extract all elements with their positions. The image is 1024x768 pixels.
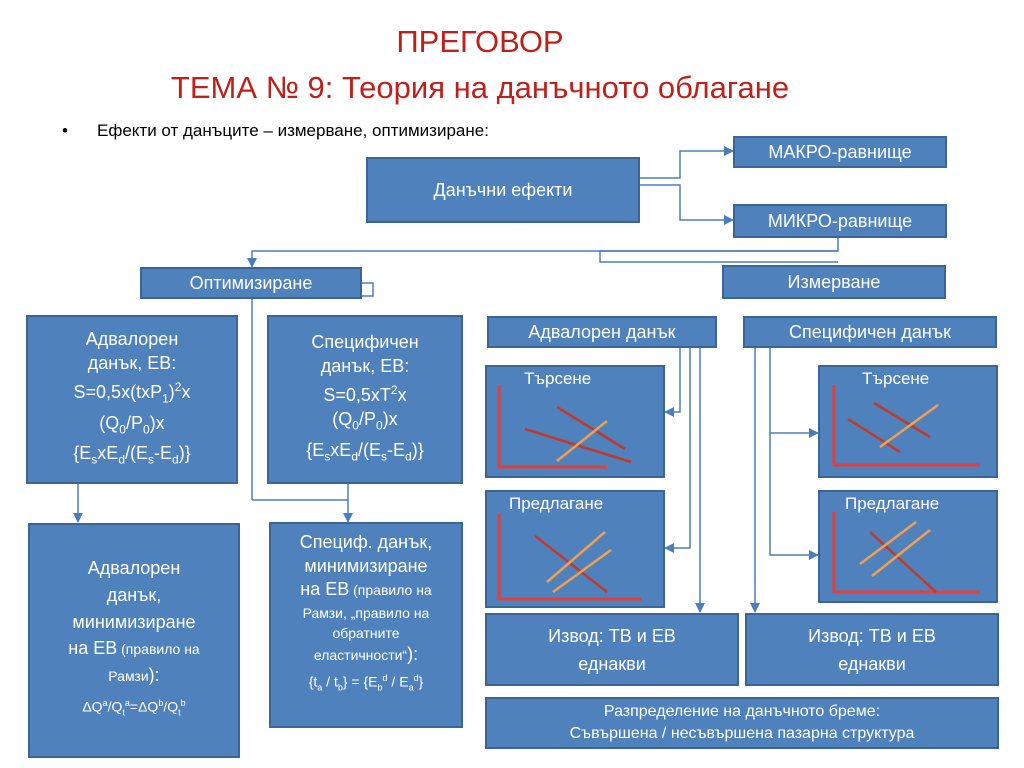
bullet-marker: • [62, 121, 68, 140]
ad-valorem-tax-box[interactable]: Адвалорен данък [487, 316, 717, 348]
title-line-1: ПРЕГОВОР [396, 24, 564, 59]
ad-valorem-min-line4: на ЕВ (правило на [68, 637, 200, 658]
specific-eb-formula-2: (Q0/P0)x [332, 409, 398, 433]
ad-valorem-min-line5: Рамзи): [108, 664, 160, 685]
chart-ad-valorem-demand-title: Търсене [524, 369, 592, 388]
measurement-label: Измерване [787, 272, 881, 292]
specific-tax-box[interactable]: Специфичен данък [743, 316, 997, 348]
specific-min-line3: на ЕВ (правило на [300, 579, 432, 599]
chart-axis [832, 512, 980, 594]
conclusion-specific-line2: еднакви [838, 653, 906, 674]
chart-specific-supply-title: Предлагане [845, 494, 940, 513]
specific-eb-line2: данък, ЕВ: [320, 356, 410, 377]
tax-effects-label: Данъчни ефекти [433, 180, 573, 200]
specific-eb-formula-3: {EsxEd/(Es-Ed)} [306, 440, 424, 464]
curve-demand-2 [556, 405, 626, 451]
conclusion-ad-valorem-box[interactable]: Извод: ТВ и ЕВ еднакви [485, 613, 739, 686]
ad-valorem-eb-formula-3: {EsxEd/(Es-Ed)} [73, 443, 191, 467]
optimization-box[interactable]: Оптимизиране [140, 267, 362, 299]
distribution-box[interactable]: Разпределение на данъчното бреме: Съвърш… [485, 697, 999, 749]
chart-ad-valorem-supply[interactable]: Предлагане [485, 490, 665, 608]
curve-demand [869, 531, 937, 593]
link-spec-to-demand [769, 347, 819, 438]
curve-demand-1 [873, 401, 931, 439]
chart-ad-valorem-demand[interactable]: Търсене [485, 365, 665, 478]
specific-eb-formula-1: S=0,5xT2x [323, 383, 407, 406]
specific-min-line6: еластичности“): [313, 644, 419, 664]
ad-valorem-min-line1: Адвалорен [87, 557, 181, 578]
macro-level-box[interactable]: МАКРО-равнище [733, 136, 947, 168]
chart-ad-valorem-supply-title: Предлагане [509, 494, 604, 513]
ad-valorem-min-box[interactable]: Адвалорен данък, минимизиране на ЕВ (пра… [28, 523, 240, 758]
ad-valorem-eb-line2: данък, ЕВ: [87, 353, 177, 374]
chart-specific-demand[interactable]: Търсене [818, 365, 998, 478]
link-effects-macro [640, 146, 734, 179]
specific-tax-label: Специфичен данък [789, 322, 951, 342]
macro-level-label: МАКРО-равнище [768, 142, 912, 162]
curve-supply-2 [859, 521, 917, 565]
curve-supply-1 [546, 531, 606, 583]
micro-level-box[interactable]: МИКРО-равнище [733, 204, 947, 238]
measurement-box[interactable]: Измерване [722, 265, 946, 299]
chart-axis [497, 514, 642, 601]
link-adval-to-demand [664, 347, 681, 417]
ad-valorem-eb-line1: Адвалорен [85, 329, 179, 350]
link-micro-measurement [599, 250, 838, 263]
specific-eb-line1: Специфичен [311, 332, 419, 353]
curve-supply [879, 403, 939, 449]
tax-effects-box[interactable]: Данъчни ефекти [366, 157, 640, 223]
specific-eb-box[interactable]: Специфичен данък, ЕВ: S=0,5xT2x (Q0/P0)x… [267, 315, 463, 484]
ad-valorem-min-line3: минимизиране [72, 611, 196, 632]
specific-min-formula: {ta / tb} = {Ebd / Ead} [308, 673, 424, 693]
optimization-label: Оптимизиране [189, 273, 313, 293]
specific-min-line2: минимизиране [304, 556, 428, 576]
distribution-line1: Разпределение на данъчното бреме: [603, 703, 881, 720]
link-adval-to-supply [664, 347, 691, 553]
ad-valorem-eb-box[interactable]: Адвалорен данък, ЕВ: S=0,5x(txP1)2x (Q0/… [26, 315, 238, 484]
conclusion-specific-box[interactable]: Извод: ТВ и ЕВ еднакви [745, 613, 999, 686]
specific-min-line4: Рамзи, „правило на [302, 605, 430, 621]
ad-valorem-min-line2: данък, [106, 584, 162, 605]
chart-specific-demand-title: Търсене [862, 369, 930, 388]
curve-supply [556, 420, 608, 462]
ad-valorem-eb-formula-1: S=0,5x(txP1)2x [73, 380, 191, 406]
link-micro-optimization [247, 238, 839, 268]
curve-demand [534, 535, 608, 593]
curve-supply-1 [871, 529, 931, 577]
specific-min-line1: Специф. данък, [299, 532, 433, 552]
conclusion-ad-valorem-line2: еднакви [578, 653, 646, 674]
curve-demand-2 [847, 417, 901, 454]
link-spec-to-supply [769, 433, 819, 560]
curve-supply-2 [552, 548, 612, 594]
ad-valorem-min-formula: ΔQa/Qta=ΔQb/Qtb [82, 697, 186, 718]
specific-min-box[interactable]: Специф. данък, минимизиране на ЕВ (прави… [269, 522, 463, 728]
chart-axis [832, 385, 980, 467]
chart-axis [497, 385, 607, 469]
specific-min-line5: обратните [332, 625, 400, 641]
link-effects-micro [640, 184, 734, 225]
conclusion-ad-valorem-line1: Извод: ТВ и ЕВ [548, 625, 676, 646]
title-line-2: ТЕМА № 9: Теория на данъчното облагане [170, 70, 790, 105]
bullet-text: Ефекти от данъците – измерване, оптимизи… [97, 121, 489, 140]
chart-specific-supply[interactable]: Предлагане [818, 490, 998, 603]
micro-level-label: МИКРО-равнище [767, 211, 913, 231]
distribution-line2: Съвършена / несъвършена пазарна структур… [569, 725, 915, 742]
conclusion-specific-line1: Извод: ТВ и ЕВ [808, 625, 936, 646]
ad-valorem-eb-formula-2: (Q0/P0)x [99, 412, 165, 437]
ad-valorem-tax-label: Адвалорен данък [528, 322, 676, 342]
